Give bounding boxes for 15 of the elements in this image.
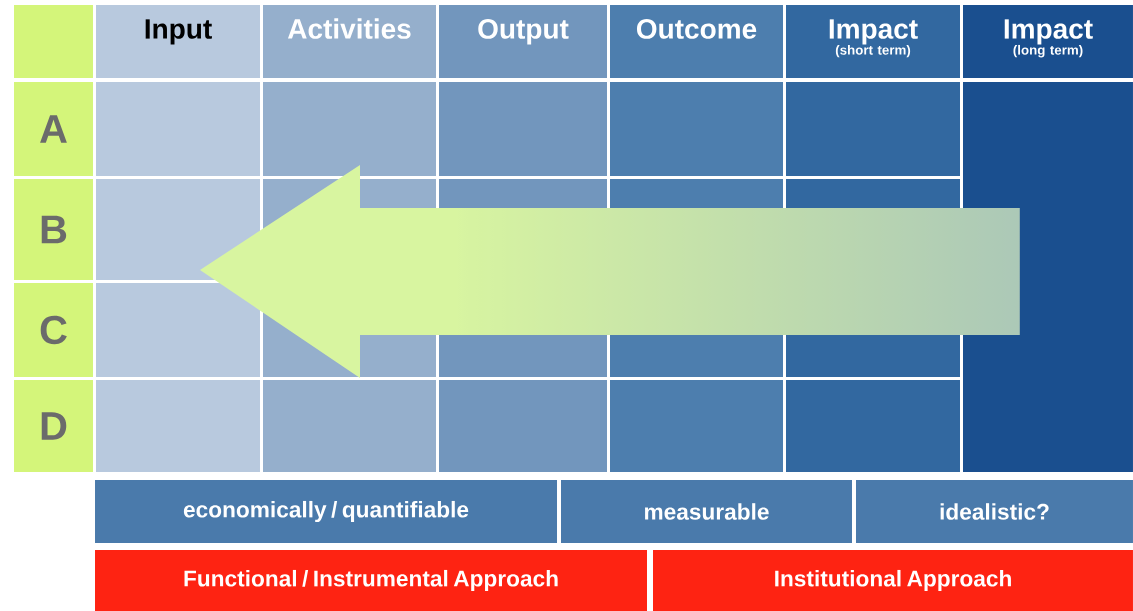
category-band: idealistic? bbox=[856, 480, 1133, 543]
approach-band: Functional / Instrumental Approach bbox=[95, 550, 647, 611]
row-label: B bbox=[14, 179, 93, 280]
column-header: Output bbox=[439, 5, 607, 78]
row-label: D bbox=[14, 380, 93, 472]
approach-band: Institutional Approach bbox=[653, 550, 1133, 611]
column-header: Outcome bbox=[610, 5, 783, 78]
column-header: Impact (short term) bbox=[786, 5, 960, 78]
column-header: Impact (long term) bbox=[963, 5, 1133, 78]
column-header: Activities bbox=[263, 5, 436, 78]
category-band: economically / quantifiable bbox=[95, 480, 557, 543]
category-band: measurable bbox=[561, 480, 852, 543]
row-label: A bbox=[14, 82, 93, 176]
column-header: Input bbox=[96, 5, 260, 78]
row-label: C bbox=[14, 283, 93, 377]
